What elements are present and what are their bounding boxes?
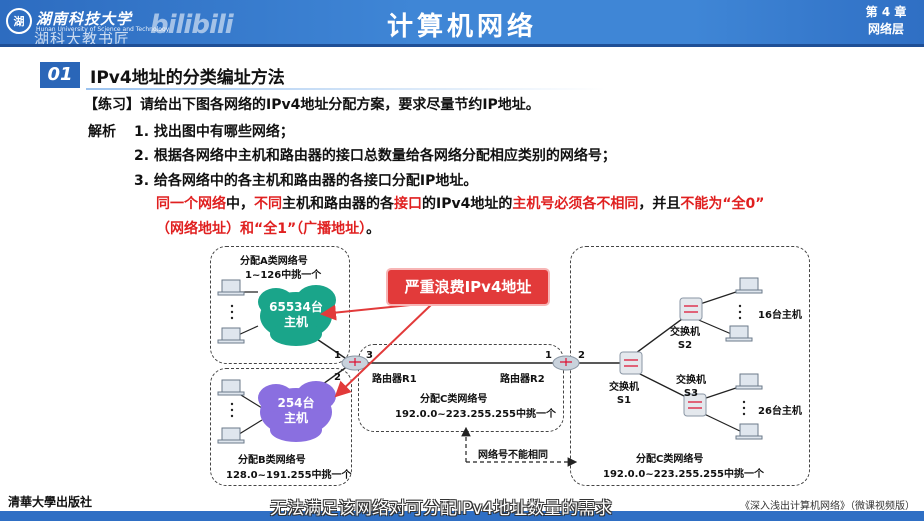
university-logo: 湖 湖南科技大学 Hunan University of Science and…	[6, 4, 169, 40]
port-label: 1	[334, 350, 341, 361]
rule-host-unique: 主机号必须各不相同	[512, 196, 639, 212]
switch-s2-label: 交换机 S2	[670, 327, 700, 351]
router-r2-icon	[552, 355, 580, 371]
chapter-badge: 第 4 章 网络层	[854, 4, 918, 42]
chapter-number: 第 4 章	[865, 5, 907, 19]
rule-not-all-one: （网络地址）和“全1”（广播地址）	[156, 221, 367, 237]
rule-same-network: 同一个网络	[156, 196, 226, 212]
exercise-text: 【练习】请给出下图各网络的IPv4地址分配方案，要求尽量节约IP地址。	[84, 97, 540, 113]
link-s3-host	[699, 411, 743, 433]
link-s2-host	[693, 317, 737, 337]
rule-text: ，并且	[638, 196, 681, 212]
analysis-step-1: 1. 找出图中有哪些网络；	[134, 124, 294, 140]
network-mid-region	[358, 344, 564, 432]
rule-text: 中，	[226, 196, 254, 212]
port-label: 1	[545, 350, 552, 361]
port-label: 2	[334, 372, 341, 383]
analysis-step-2: 2. 根据各网络中主机和路由器的接口总数量给各网络分配相应类别的网络号；	[134, 148, 616, 164]
rule-not-all-zero: 不能为“全0”	[680, 196, 765, 212]
network-c-label: 分配C类网络号	[636, 454, 704, 465]
bilibili-logo: bilibili	[150, 10, 234, 40]
network-number-note: 网络号不能相同	[478, 450, 548, 461]
network-b-range: 128.0~191.255中挑一个	[226, 470, 352, 481]
header-bar	[0, 0, 924, 44]
switch-s1-icon	[619, 351, 643, 375]
section-underline	[86, 88, 606, 90]
link-s1-s2	[631, 315, 687, 357]
switch-s3-icon	[683, 393, 707, 417]
footer-bar	[0, 511, 924, 521]
network-a-label: 分配A类网络号	[240, 256, 308, 267]
network-b-cloud	[258, 381, 336, 442]
network-mid-range: 192.0.0~223.255.255中挑一个	[395, 409, 556, 420]
switch-s3-label: 交换机 S3	[676, 375, 706, 399]
analysis-label: 解析	[88, 124, 116, 140]
hosts-26-label: 26台主机	[758, 406, 802, 417]
router-r1-label: 路由器R1	[372, 374, 417, 385]
waste-alert-callout: 严重浪费IPv4地址	[388, 270, 548, 304]
section-title: IPv4地址的分类编址方法	[90, 68, 285, 88]
university-subtitle: Hunan University of Science and Technolo…	[36, 26, 170, 33]
section-number: 01	[40, 62, 80, 88]
alert-arrow-b	[334, 303, 433, 398]
header-divider	[0, 44, 924, 47]
link-s1-s3	[631, 369, 693, 401]
book-title: 《深入浅出计算机网络》（微课视频版）	[740, 501, 915, 512]
channel-watermark: 湖科大教书匠	[34, 30, 131, 48]
rule-text: 。	[366, 221, 381, 237]
analysis-step-3: 3. 给各网络中的各主机和路由器的各接口分配IP地址。	[134, 173, 478, 189]
rule-interface: 接口	[394, 196, 422, 212]
network-b-host-count: 254台 主机	[277, 396, 315, 425]
port-label: 2	[578, 350, 585, 361]
university-seal-icon: 湖	[6, 8, 32, 34]
network-a-range: 1~126中挑一个	[245, 270, 322, 281]
link-s3-host	[699, 385, 743, 401]
network-b-label: 分配B类网络号	[238, 455, 306, 466]
switch-s1-label: 交换机 S1	[609, 382, 639, 406]
network-b-region	[210, 368, 352, 486]
more-hosts-dots	[230, 304, 746, 418]
university-name: 湖南科技大学	[36, 10, 133, 28]
page-title: 计算机网络	[386, 12, 537, 42]
router-r2-label: 路由器R2	[500, 374, 545, 385]
chapter-name: 网络层	[867, 22, 904, 36]
publisher-logo: 清華大學出版社	[8, 495, 93, 509]
switch-s2-icon	[679, 297, 703, 321]
network-a-region	[210, 246, 350, 364]
network-a-host-count: 65534台 主机	[269, 300, 323, 329]
addressing-rule: 同一个网络中，不同主机和路由器的各接口的IPv4地址的主机号必须各不相同，并且不…	[156, 192, 896, 242]
hosts-16-label: 16台主机	[758, 310, 802, 321]
port-label: 3	[366, 350, 373, 361]
laptop-icon	[217, 277, 763, 444]
alert-arrow-a	[320, 303, 421, 321]
rule-text: 的IPv4地址的	[422, 196, 513, 212]
router-r1-icon	[341, 355, 369, 371]
network-c-range: 192.0.0~223.255.255中挑一个	[603, 469, 764, 480]
rule-different: 不同	[254, 196, 282, 212]
network-mid-label: 分配C类网络号	[420, 394, 488, 405]
video-subtitle: 无法满足该网络对可分配IPv4地址数量的需求	[270, 499, 613, 519]
rule-text: 主机和路由器的各	[282, 196, 394, 212]
